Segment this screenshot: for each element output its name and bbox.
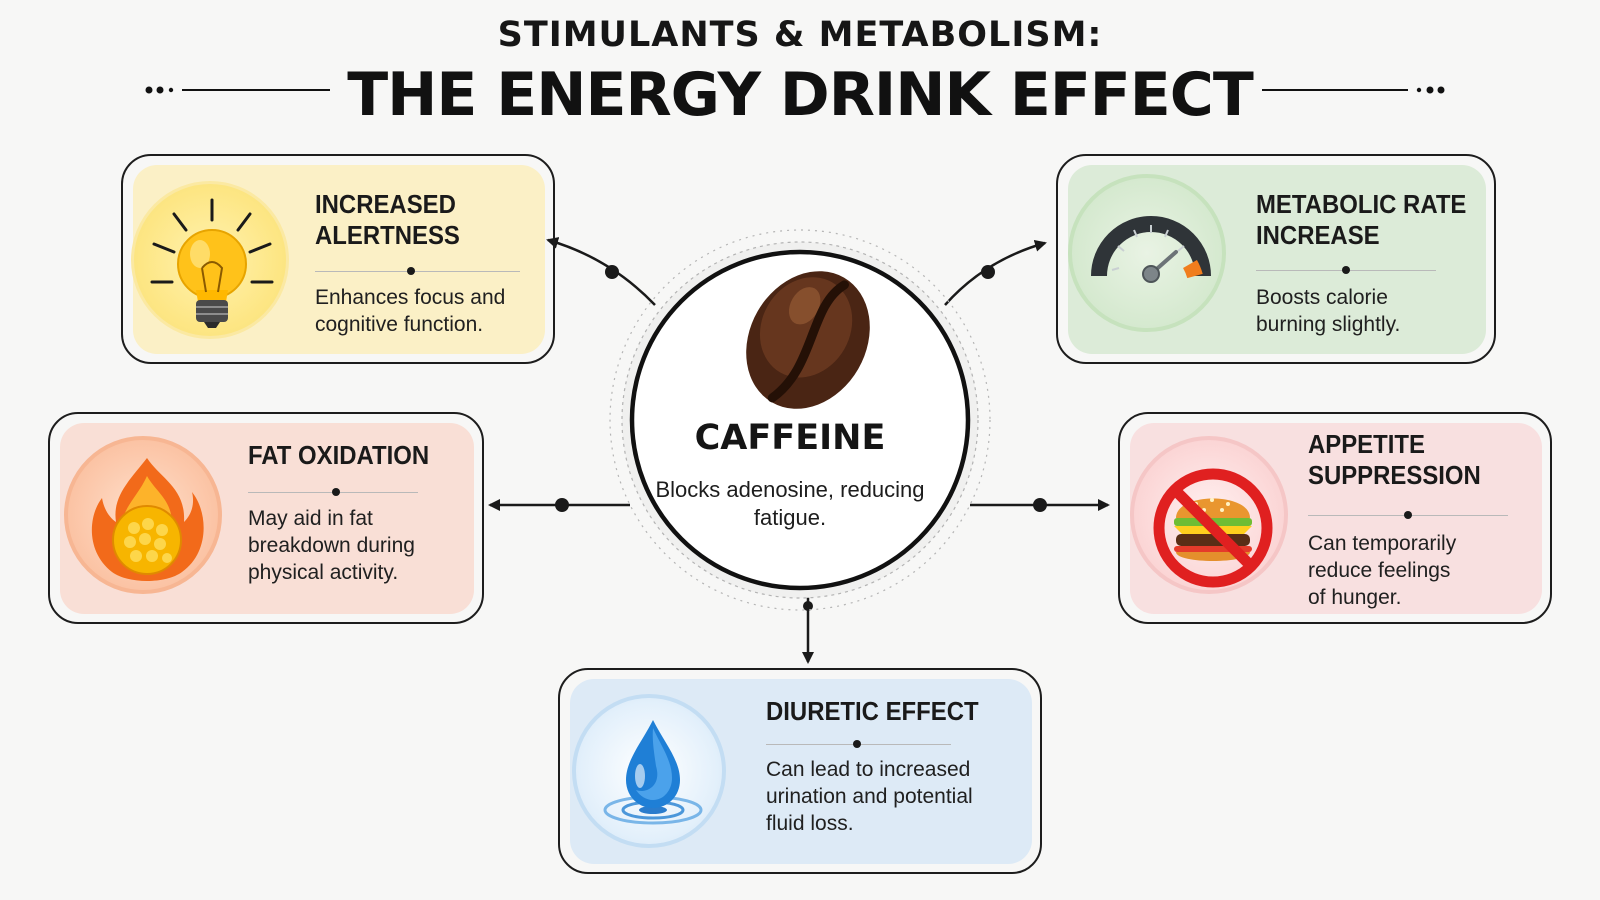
- speedometer-icon: [1068, 174, 1226, 332]
- card-dot: [1342, 266, 1350, 274]
- coffee-bean-icon: [746, 271, 870, 409]
- connector-diuretic: [802, 595, 814, 664]
- fire-icon: [64, 436, 222, 594]
- card-dot: [332, 488, 340, 496]
- connector-fat: [488, 498, 630, 512]
- card-title: METABOLIC RATE INCREASE: [1256, 189, 1467, 250]
- connector-metabolic: [944, 239, 1047, 306]
- card-dot: [1404, 511, 1412, 519]
- card-title: DIURETIC EFFECT: [766, 696, 979, 726]
- card-appetite-suppression: APPETITE SUPPRESSION Can temporarily red…: [1118, 412, 1552, 624]
- title-decoration-right: [1262, 86, 1445, 94]
- card-divider: [315, 271, 520, 272]
- subtitle: STIMULANTS & METABOLISM:: [497, 15, 1103, 55]
- card-fat-oxidation: FAT OXIDATION May aid in fat breakdown d…: [48, 412, 484, 624]
- card-dot: [407, 267, 415, 275]
- hub-description: Blocks adenosine, reducing fatigue.: [655, 477, 925, 530]
- title-decoration-left: [145, 86, 330, 94]
- card-description: Can lead to increased urination and pote…: [766, 758, 973, 835]
- card-increased-alertness: INCREASED ALERTNESS Enhances focus and c…: [121, 154, 555, 364]
- card-title: APPETITE SUPPRESSION: [1308, 429, 1481, 490]
- card-description: Can temporarily reduce feelings of hunge…: [1308, 532, 1457, 609]
- connector-appetite: [970, 498, 1110, 512]
- hub-label: CAFFEINE: [694, 418, 886, 458]
- card-title: INCREASED ALERTNESS: [315, 189, 460, 250]
- connector-alertness: [546, 237, 656, 306]
- card-title: FAT OXIDATION: [248, 440, 430, 470]
- water-drop-icon: [572, 694, 726, 848]
- card-diuretic-effect: DIURETIC EFFECT Can lead to increased ur…: [558, 668, 1042, 874]
- no-burger-icon: [1130, 436, 1288, 594]
- caffeine-hub: [609, 229, 991, 611]
- main-title: THE ENERGY DRINK EFFECT: [347, 60, 1254, 130]
- card-metabolic-rate-increase: METABOLIC RATE INCREASE Boosts calorie b…: [1056, 154, 1496, 364]
- card-description: Enhances focus and cognitive function.: [315, 286, 506, 336]
- card-description: May aid in fat breakdown during physical…: [248, 507, 415, 584]
- header: STIMULANTS & METABOLISM: THE ENERGY DRIN…: [0, 10, 1600, 130]
- card-dot: [853, 740, 861, 748]
- card-description: Boosts calorie burning slightly.: [1256, 286, 1401, 336]
- lightbulb-icon: [131, 181, 289, 339]
